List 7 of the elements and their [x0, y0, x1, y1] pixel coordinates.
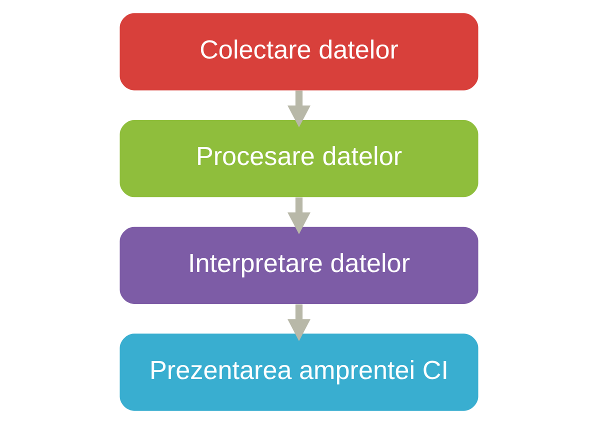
node-box: Prezentarea amprentei CI	[119, 334, 478, 411]
node-box: Colectare datelor	[119, 13, 478, 90]
arrow	[287, 197, 310, 234]
arrow	[287, 304, 310, 342]
node-box: Procesare datelor	[119, 120, 478, 198]
arrow	[287, 90, 310, 128]
node-box: Interpretare datelor	[119, 226, 478, 304]
